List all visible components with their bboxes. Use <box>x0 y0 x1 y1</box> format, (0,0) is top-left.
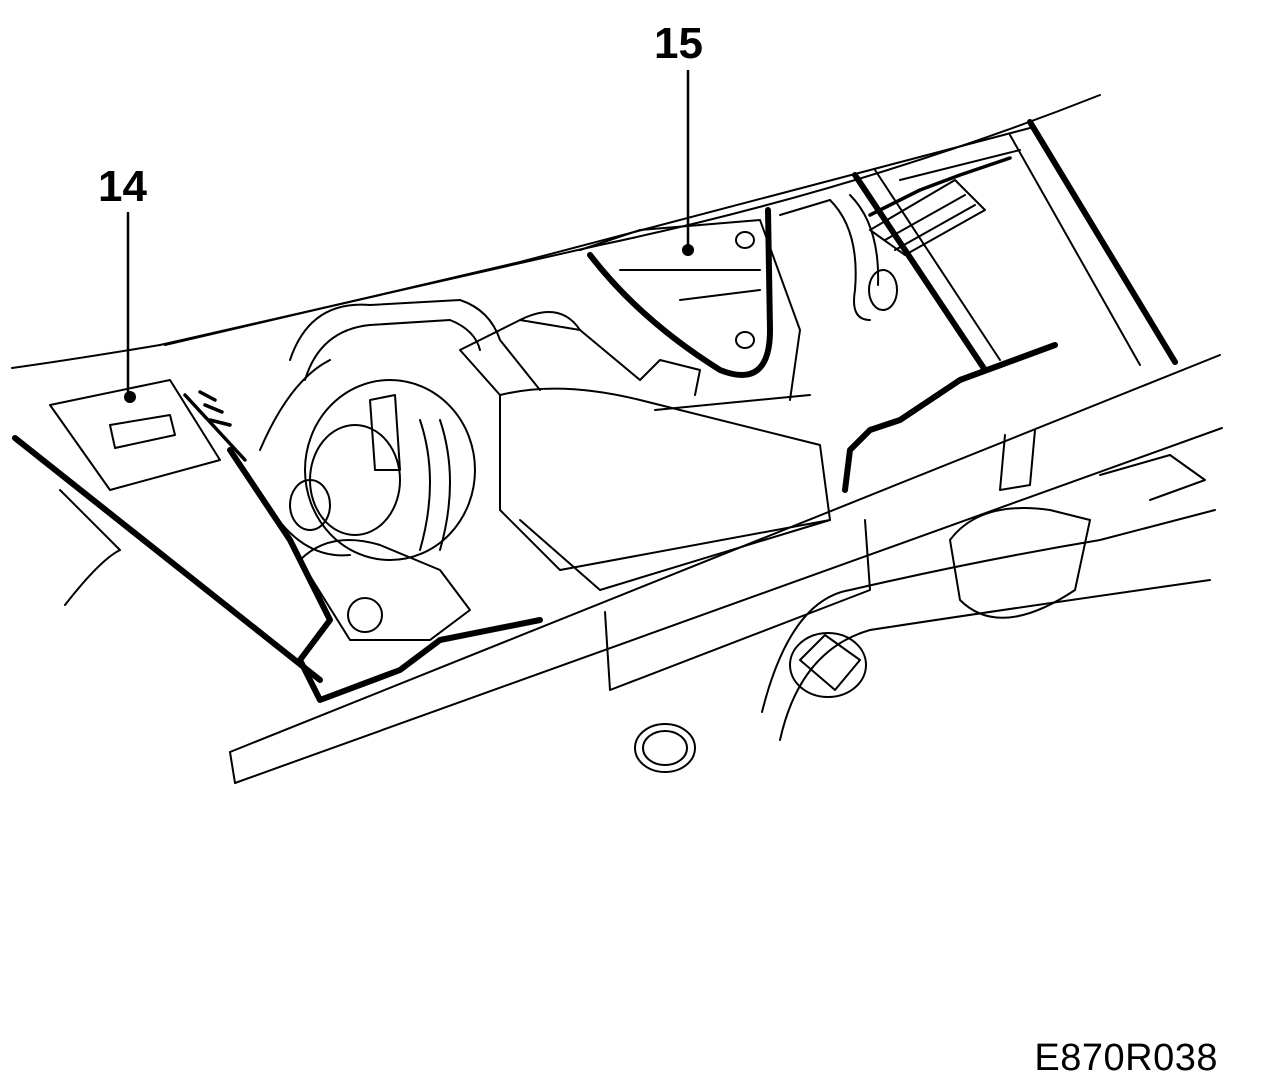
lower-panel <box>229 354 1223 784</box>
motor-mount <box>299 539 471 641</box>
leader-dot-15 <box>682 244 694 256</box>
right-hose <box>779 194 898 321</box>
dashboard-top-edge <box>11 94 1101 369</box>
callout-14: 14 <box>98 162 147 211</box>
left-bracket <box>12 379 323 683</box>
leader-dot-14 <box>124 391 136 403</box>
blower-housing <box>459 219 831 591</box>
callout-leaders <box>124 70 694 403</box>
figure-code: E870R038 <box>1034 1037 1218 1079</box>
wiring-harness <box>227 156 1058 703</box>
blower-motor <box>259 359 476 561</box>
callout-15: 15 <box>654 19 703 68</box>
duct-hose <box>289 299 541 551</box>
